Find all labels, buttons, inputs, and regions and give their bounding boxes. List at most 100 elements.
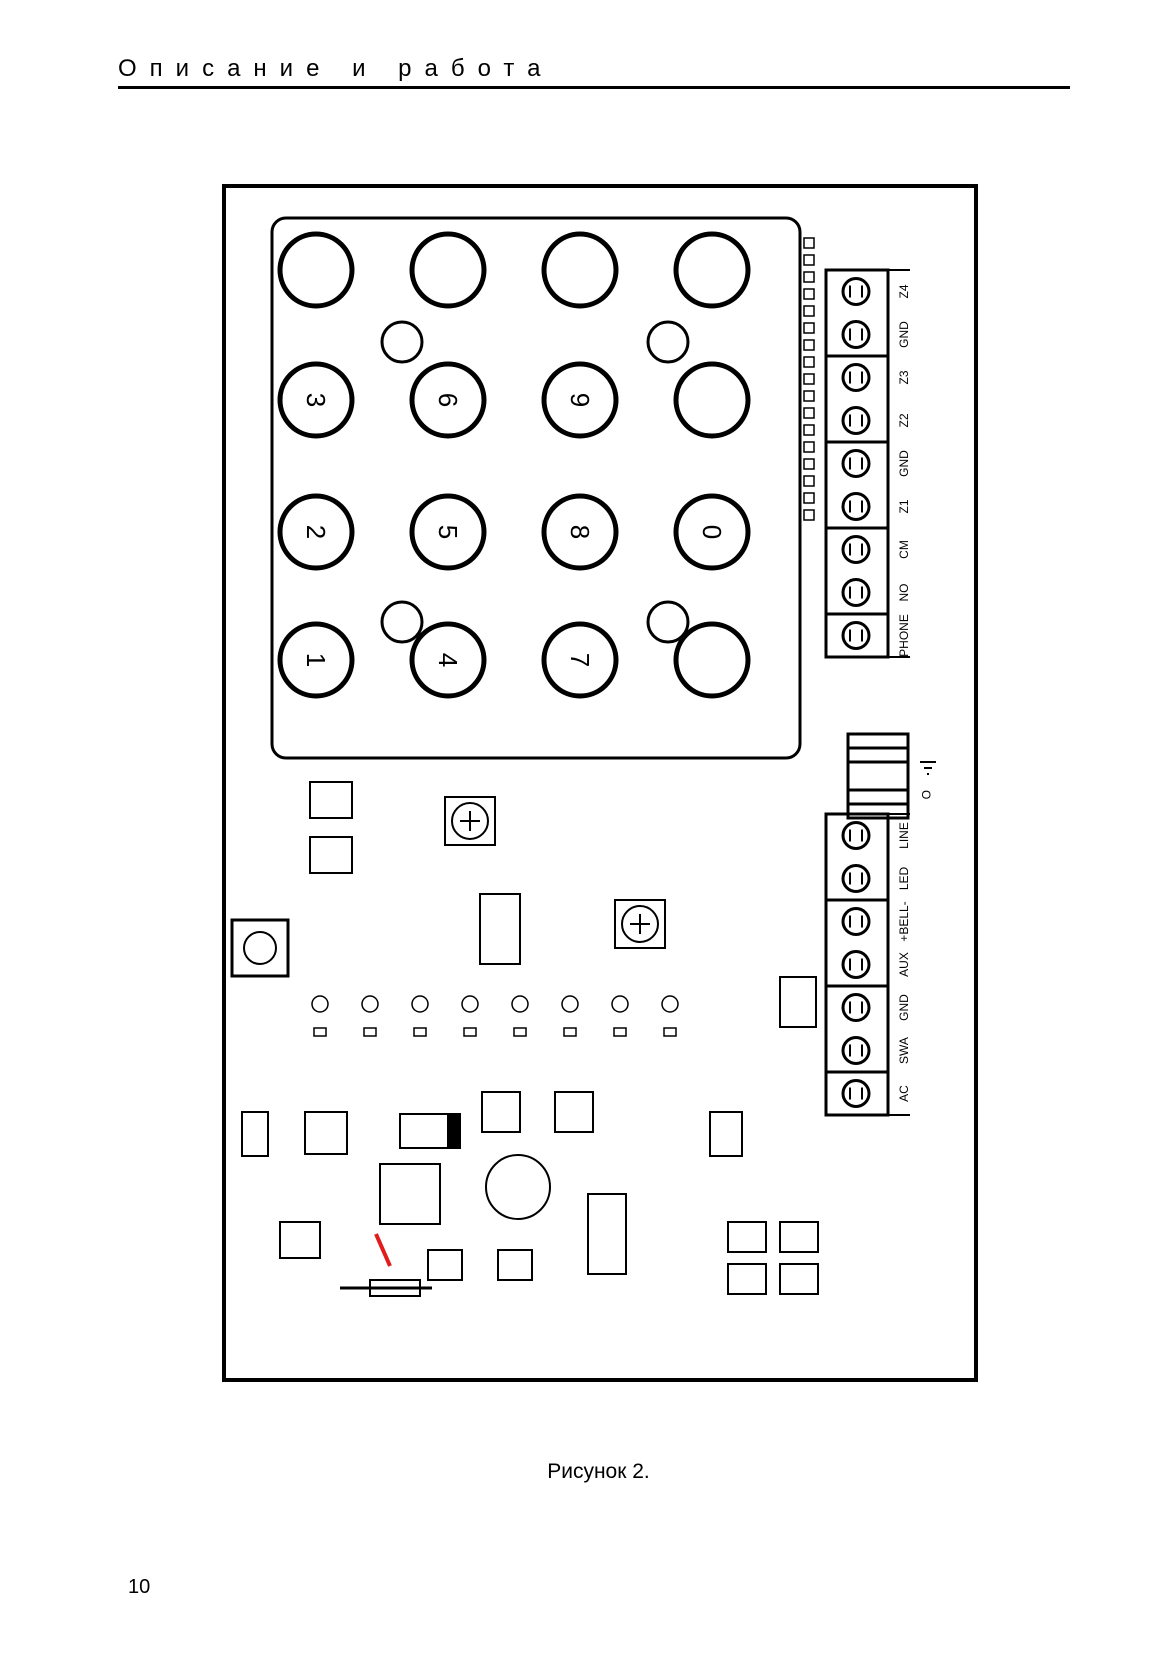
keypad-key-label: 3 (301, 393, 331, 407)
diode (497, 1249, 533, 1281)
board-outline (222, 184, 978, 1382)
led (461, 995, 479, 1013)
led (561, 995, 579, 1013)
led-resistor (313, 1027, 327, 1037)
pad (803, 373, 815, 385)
terminal-screw (841, 821, 871, 850)
keypad-key-label: 1 (301, 653, 331, 667)
keypad-key-label: 0 (697, 525, 727, 539)
terminal-screw (841, 1036, 871, 1065)
pad (803, 424, 815, 436)
keypad-key (541, 621, 619, 699)
keypad-key-label: 2 (301, 525, 331, 539)
keypad-led (646, 600, 690, 644)
terminal-label: AC (897, 1085, 911, 1102)
push-button (230, 918, 290, 978)
terminal-screw (841, 907, 871, 936)
terminal-label: Z4 (897, 284, 911, 298)
diode (779, 1221, 819, 1253)
keypad-key-label: 6 (433, 393, 463, 407)
terminal-label: Z2 (897, 413, 911, 427)
ic-chip (304, 1111, 348, 1155)
keypad-led (646, 320, 690, 364)
figure-caption: Рисунок 2. (547, 1460, 650, 1483)
keypad-key (409, 621, 487, 699)
ic-chip (709, 1111, 743, 1157)
terminal-label: NO (897, 584, 911, 602)
terminal-screw (841, 1079, 871, 1108)
ic-chip (554, 1091, 594, 1133)
trimmer (614, 899, 666, 949)
terminal-label: CM (897, 540, 911, 559)
pad (803, 271, 815, 283)
led (611, 995, 629, 1013)
components (230, 781, 819, 1297)
terminal-label: Z3 (897, 370, 911, 384)
regulator (779, 976, 817, 1028)
keypad-key (673, 493, 751, 571)
terminal-screw (841, 449, 871, 478)
keypad-key (673, 621, 751, 699)
capacitor (485, 1154, 551, 1220)
terminal-label: SWA (897, 1037, 911, 1064)
led-resistor (363, 1027, 377, 1037)
terminal-label: GND (897, 450, 911, 477)
pad (803, 407, 815, 419)
led-resistor (413, 1027, 427, 1037)
diode (427, 1249, 463, 1281)
led-row (311, 995, 679, 1037)
ic-chip (309, 836, 353, 874)
terminal-screw (841, 406, 871, 435)
keypad-key (277, 361, 355, 439)
terminal-screw (841, 320, 871, 349)
terminal-screw (841, 277, 871, 306)
terminal-screw (841, 993, 871, 1022)
terminal-screw (841, 578, 871, 607)
ic-chip (481, 1091, 521, 1133)
keypad-key-label: 9 (565, 393, 595, 407)
diode (727, 1263, 767, 1295)
ground-label: O (919, 790, 933, 799)
terminal-label: PHONE (897, 614, 911, 657)
terminal-screw (841, 864, 871, 893)
terminal-label: Z1 (897, 499, 911, 513)
led-resistor (663, 1027, 677, 1037)
keypad-key (277, 621, 355, 699)
pad (803, 322, 815, 334)
led-resistor (513, 1027, 527, 1037)
pad (803, 475, 815, 487)
pad (803, 356, 815, 368)
pad (803, 254, 815, 266)
terminal-label: GND (897, 994, 911, 1021)
keypad-key (409, 231, 487, 309)
led (311, 995, 329, 1013)
terminal-screw (841, 950, 871, 979)
fuse-wire (374, 1233, 392, 1267)
led (361, 995, 379, 1013)
header-rule (118, 86, 1070, 89)
keypad-key (673, 361, 751, 439)
keypad-key (541, 361, 619, 439)
terminal-screw (841, 535, 871, 564)
pad (803, 339, 815, 351)
trimmer-dial (621, 905, 659, 943)
keypad-key (673, 231, 751, 309)
pad (803, 509, 815, 521)
led-resistor (463, 1027, 477, 1037)
pad (803, 441, 815, 453)
page-number: 10 (128, 1576, 151, 1598)
pad (803, 237, 815, 249)
pad-column (803, 237, 815, 521)
terminal-screw (841, 621, 871, 650)
page-header: Описание и работа (118, 55, 554, 82)
ic-chip (309, 781, 353, 819)
terminal-screw (841, 363, 871, 392)
keypad-key (409, 493, 487, 571)
keypad-led (380, 320, 424, 364)
terminal-label: LINE (897, 822, 911, 849)
pad (803, 305, 815, 317)
keypad-key-label: 4 (433, 653, 463, 667)
ic-dip (587, 1193, 627, 1275)
